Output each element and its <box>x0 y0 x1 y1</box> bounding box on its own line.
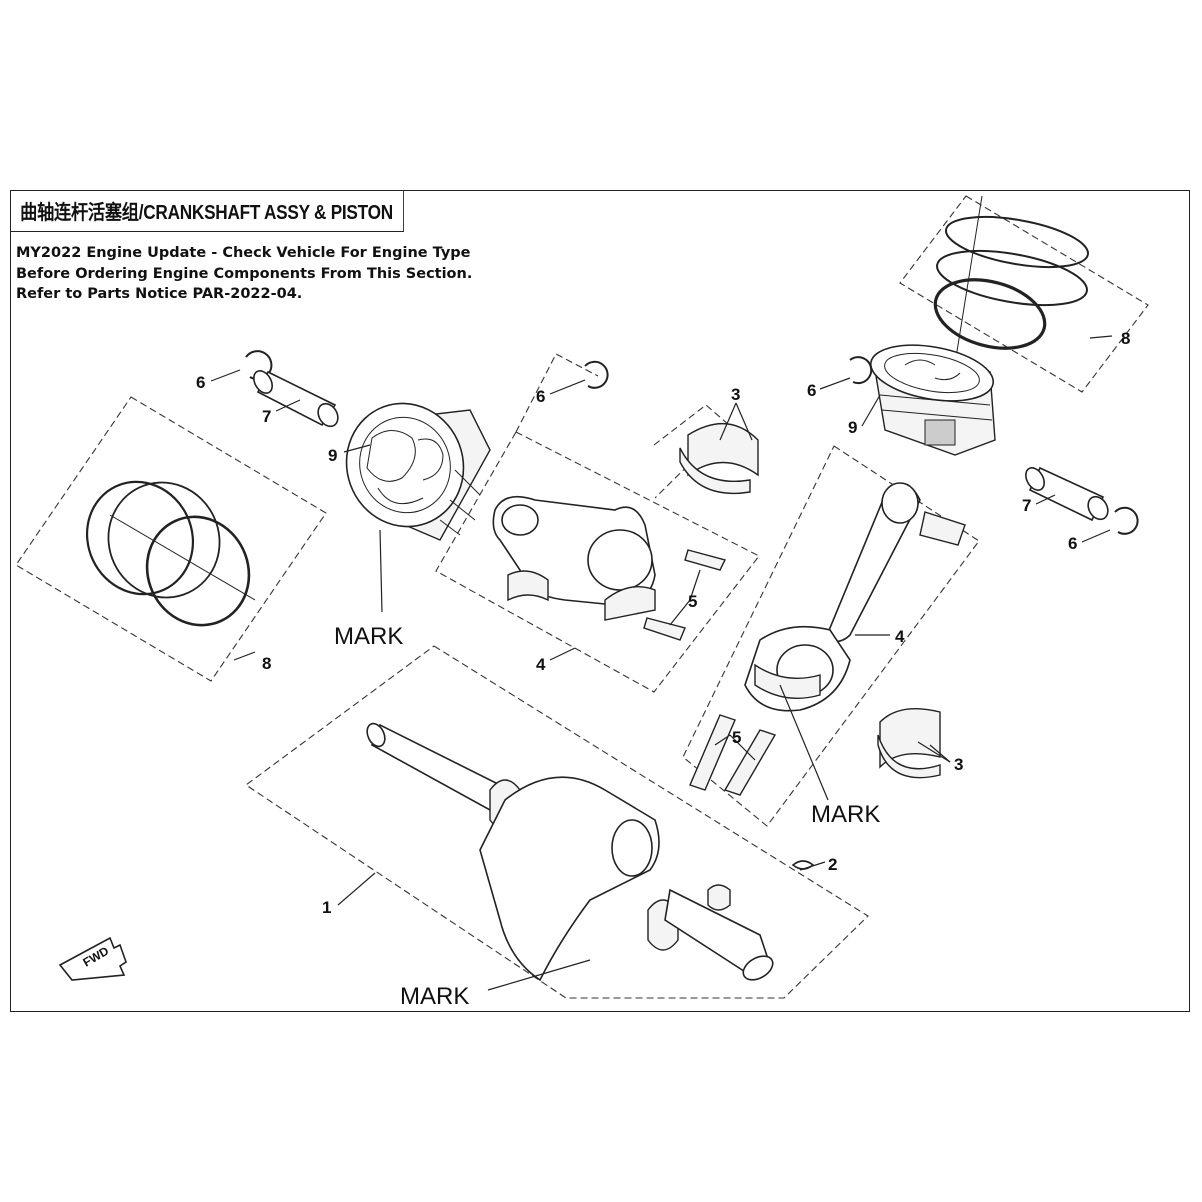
mark-label: MARK <box>811 801 880 828</box>
piston-right <box>869 344 996 456</box>
callout-7: 7 <box>1022 496 1031 515</box>
diagram-title: 曲轴连杆活塞组/CRANKSHAFT ASSY & PISTON <box>10 190 404 232</box>
piston-pin-right <box>1025 466 1109 522</box>
crankshaft-group <box>245 645 869 999</box>
notice-line: Refer to Parts Notice PAR-2022-04. <box>16 286 303 302</box>
circlip-right-lower <box>1114 506 1139 535</box>
piston-pin-left <box>253 370 339 428</box>
callout-7: 7 <box>262 407 271 426</box>
connecting-rod-right <box>744 482 966 712</box>
conrod-bolts-right <box>689 714 777 796</box>
conrod-group-left <box>435 431 760 693</box>
callout-3: 3 <box>954 755 963 774</box>
bearing-shells-right <box>877 707 941 779</box>
piston-rings-right <box>933 195 1090 371</box>
piston-rings-left <box>85 480 256 627</box>
callout-5: 5 <box>688 592 697 611</box>
callout-6: 6 <box>807 381 816 400</box>
conrod-group-right <box>682 445 980 827</box>
bearing-shells-left <box>679 423 759 495</box>
piston-ring-group-left <box>15 396 327 682</box>
callout-4: 4 <box>536 655 546 674</box>
piston-left <box>345 402 491 541</box>
callout-5: 5 <box>732 728 741 747</box>
piston-ring-group-right <box>899 195 1149 393</box>
mark-label: MARK <box>400 983 469 1010</box>
mark-label: MARK <box>334 623 403 650</box>
woodruff-key <box>791 860 815 870</box>
connecting-rod-left <box>492 495 656 621</box>
notice-line: MY2022 Engine Update - Check Vehicle For… <box>16 245 471 261</box>
callout-6: 6 <box>1068 534 1077 553</box>
circlip-center <box>584 360 609 389</box>
callout-6: 6 <box>536 387 545 406</box>
circlip-right-upper <box>849 356 873 385</box>
callout-3: 3 <box>731 385 740 404</box>
callout-1: 1 <box>322 898 331 917</box>
callout-6: 6 <box>196 373 205 392</box>
callout-4: 4 <box>895 627 905 646</box>
leader-lines <box>210 335 1113 991</box>
callout-8: 8 <box>1121 329 1130 348</box>
crankshaft <box>366 722 774 982</box>
callout-8: 8 <box>262 654 271 673</box>
notice-line: Before Ordering Engine Components From T… <box>16 265 473 282</box>
callout-2: 2 <box>828 855 837 874</box>
callout-9: 9 <box>328 446 337 465</box>
conrod-bolts-left <box>643 549 727 641</box>
callout-9: 9 <box>848 418 857 437</box>
engine-update-notice: MY2022 Engine Update - Check Vehicle For… <box>16 243 472 305</box>
forward-direction-arrow: FWD <box>58 936 127 981</box>
